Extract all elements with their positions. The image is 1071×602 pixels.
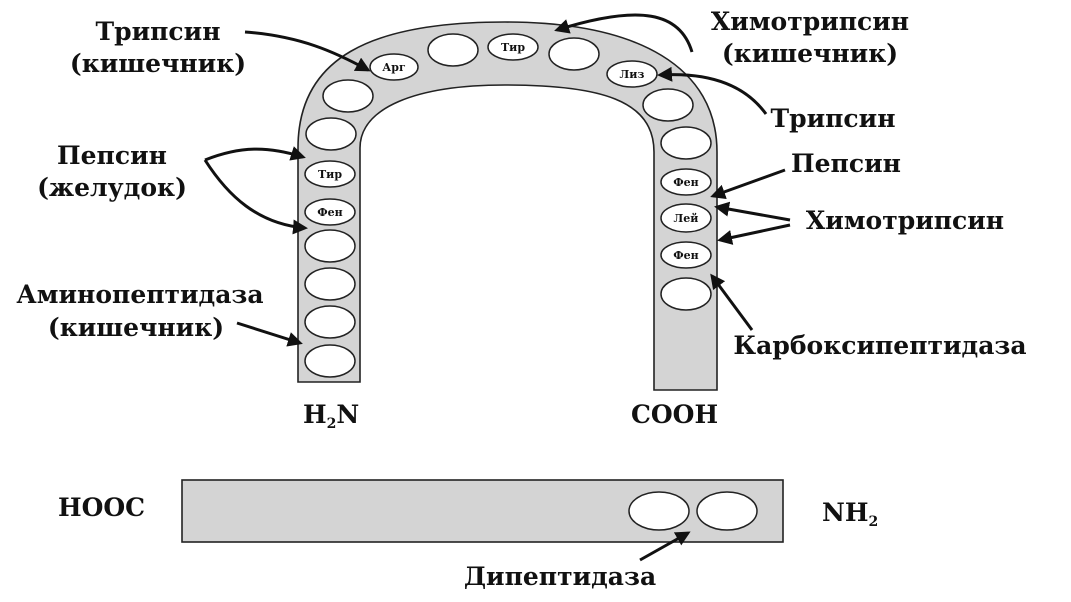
n-terminus-h: H [303, 400, 327, 429]
residue-cell-tyr-top [487, 33, 539, 61]
residue-cell [304, 344, 356, 378]
dipeptide-chain-strip [181, 479, 784, 543]
n-terminus-label: H2N [303, 400, 359, 432]
residue-cell-leu [660, 203, 712, 233]
residue-cell-tyr-left [304, 160, 356, 188]
n-terminus-sub: 2 [327, 416, 337, 432]
residue-label-phe-left: Фен [317, 206, 343, 219]
residue-cell [660, 126, 712, 160]
arrow-chymotrypsin-right-2 [717, 223, 791, 245]
arrow-aminopeptidase [236, 321, 303, 347]
label-trypsin-intestine-line2: (кишечник) [70, 49, 246, 78]
arrow-pepsin-right [710, 168, 786, 199]
residue-cell-phe-right-1 [660, 168, 712, 196]
nh2-terminus-label: NH2 [822, 498, 878, 530]
label-chymotrypsin-intestine-line1: Химотрипсин [711, 7, 909, 36]
residue-cell-phe-right-2 [660, 241, 712, 269]
arrow-chymotrypsin-intestine [554, 13, 694, 53]
residue-cell [305, 117, 357, 151]
label-chymotrypsin-intestine-line2: (кишечник) [722, 39, 898, 68]
label-pepsin-stomach-line1: Пепсин [57, 141, 167, 170]
residue-cell [642, 88, 694, 122]
label-dipeptidase: Дипептидаза [464, 562, 656, 591]
residue-label-lys: Лиз [620, 68, 645, 81]
label-trypsin-intestine-line1: Трипсин [96, 17, 221, 46]
n-terminus-n: N [336, 400, 359, 429]
residue-cell [660, 277, 712, 311]
nh2-sub: 2 [868, 514, 878, 530]
hooc-terminus-label: HOOC [58, 493, 145, 522]
residue-label-tyr-top: Тир [501, 41, 525, 54]
residue-cell [304, 229, 356, 263]
residue-label-arg: Арг [382, 61, 406, 74]
residue-cell [304, 267, 356, 301]
arrow-chymotrypsin-right-1 [714, 201, 791, 222]
arrow-pepsin-to-tyr [204, 146, 306, 162]
arrow-pepsin-to-phe [203, 159, 308, 235]
dipeptide-residue-cell [628, 491, 690, 531]
label-aminopeptidase-line1: Аминопептидаза [16, 280, 263, 309]
residue-cell-lys [606, 60, 658, 88]
residue-cell [427, 33, 479, 67]
label-carboxypeptidase: Карбоксипептидаза [733, 331, 1026, 360]
residue-cell [548, 37, 600, 71]
arrow-trypsin-right [657, 66, 768, 115]
label-pepsin-right: Пепсин [791, 149, 901, 178]
nh2-nh: NH [822, 498, 868, 527]
label-aminopeptidase-line2: (кишечник) [48, 313, 224, 342]
residue-cell-phe-left [304, 198, 356, 226]
dipeptide-residue-cell [696, 491, 758, 531]
residue-cell [322, 79, 374, 113]
label-trypsin-right: Трипсин [771, 104, 896, 133]
residue-label-phe-right-2: Фен [673, 249, 699, 262]
label-pepsin-stomach-line2: (желудок) [37, 173, 187, 202]
arrow-carboxypeptidase [710, 273, 754, 331]
arrow-trypsin-intestine [244, 30, 371, 72]
residue-label-tyr-left: Тир [318, 168, 342, 181]
residue-label-leu: Лей [674, 212, 699, 225]
residue-label-phe-right-1: Фен [673, 176, 699, 189]
arrow-dipeptidase [639, 531, 691, 562]
label-chymotrypsin-right: Химотрипсин [806, 206, 1004, 235]
c-terminus-label: COOH [631, 400, 718, 429]
residue-cell [304, 305, 356, 339]
